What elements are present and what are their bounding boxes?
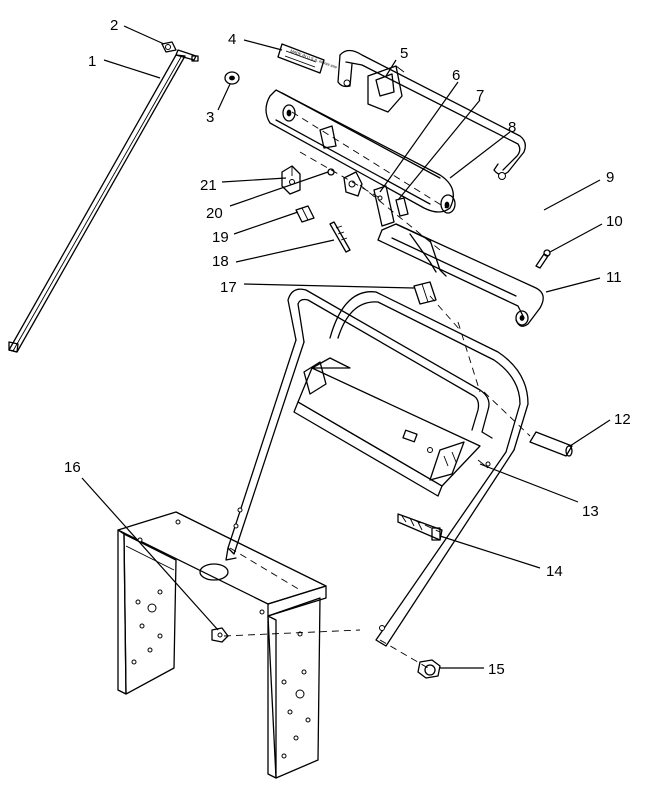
callout-4: 4 — [228, 31, 236, 48]
callout-14: 14 — [546, 563, 563, 580]
cable-clamp — [295, 205, 315, 223]
callout-9: 9 — [606, 169, 614, 186]
spring — [395, 197, 409, 217]
decal: MADE IN U.S.A. ##### ### — [277, 43, 338, 74]
callout-10: 10 — [606, 213, 623, 230]
callout-20: 20 — [206, 205, 223, 222]
callout-2: 2 — [110, 17, 118, 34]
callout-13: 13 — [582, 503, 599, 520]
latch-lever — [397, 513, 443, 541]
washer — [224, 71, 240, 85]
callout-21: 21 — [200, 177, 217, 194]
callout-3: 3 — [206, 109, 214, 126]
shaft — [529, 431, 573, 457]
callout-6: 6 — [452, 67, 460, 84]
rod-clip — [161, 41, 199, 62]
latch-bracket — [281, 165, 301, 195]
drive-bail — [377, 223, 544, 327]
callout-16: 16 — [64, 459, 81, 476]
callout-19: 19 — [212, 229, 229, 246]
callout-11: 11 — [606, 269, 622, 286]
control-rod — [8, 49, 197, 353]
nut — [327, 168, 335, 176]
bolt — [417, 659, 441, 679]
alignment-lines — [223, 111, 531, 669]
callout-12: 12 — [614, 411, 631, 428]
callout-5: 5 — [400, 45, 408, 62]
spring-clip — [329, 221, 351, 253]
lock-nut — [211, 627, 229, 643]
callout-8: 8 — [508, 119, 516, 136]
callout-labels: 1 2 3 4 5 6 7 8 9 10 11 12 13 14 15 16 1… — [64, 17, 631, 678]
callout-7: 7 — [476, 87, 484, 104]
callout-1: 1 — [88, 53, 96, 70]
handle-bracket — [367, 65, 405, 113]
latch — [413, 281, 437, 305]
pivot-pin — [373, 185, 395, 227]
main-handle — [225, 288, 529, 647]
callout-18: 18 — [212, 253, 229, 270]
lever-arm — [343, 171, 363, 197]
screw — [535, 249, 551, 269]
upper-bail — [265, 49, 526, 214]
callout-17: 17 — [220, 279, 237, 296]
callout-leaders — [81, 25, 611, 669]
callout-15: 15 — [488, 661, 505, 678]
lower-frame — [117, 511, 327, 779]
